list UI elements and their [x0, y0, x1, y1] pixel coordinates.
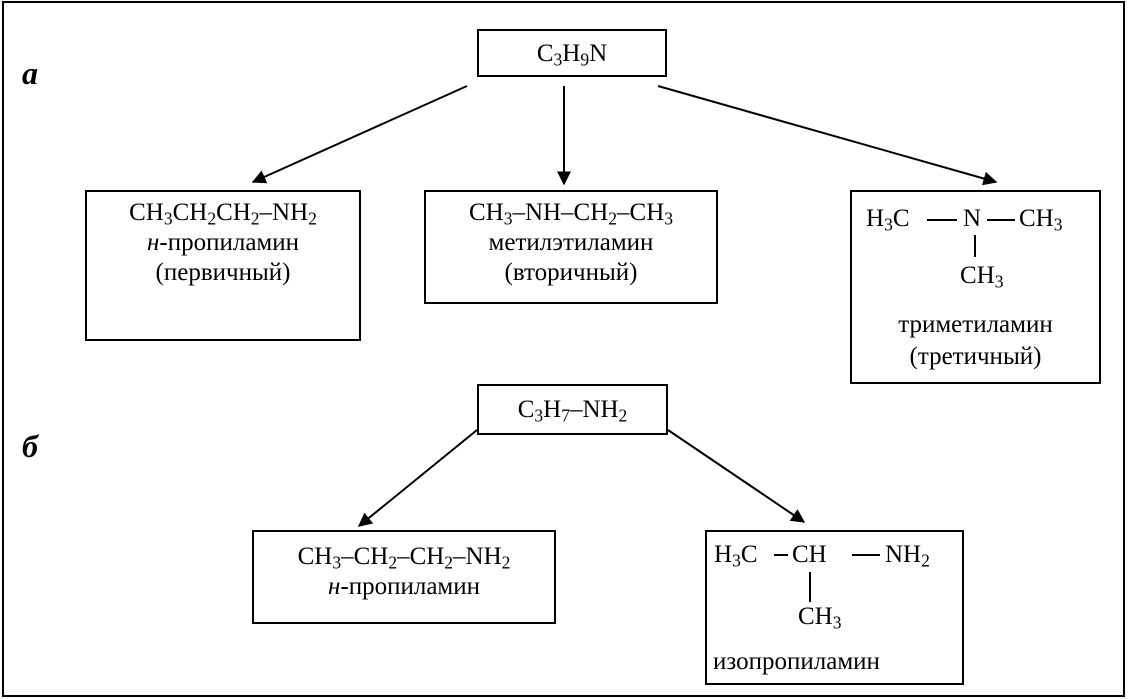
root-formula-b: C3H7–NH2 [517, 396, 628, 426]
tertiary-nitrogen: N [963, 205, 982, 232]
iso-down-group: CH3 [798, 603, 842, 633]
tertiary-amine-box: H3C N CH3 CH3 триметиламин (третичный) [850, 190, 1101, 384]
root-box-a: C3H9N [477, 29, 667, 77]
iso-bond-down [809, 572, 811, 602]
arrow-to-tertiary [657, 85, 998, 186]
iso-center-group: CH [792, 541, 827, 568]
primary-amine-formula: CH3CH2CH2–NH2 [129, 199, 317, 229]
tertiary-bond-left [927, 219, 957, 221]
tertiary-left-group: H3C [866, 205, 910, 235]
arrow-to-isopropylamine [667, 429, 806, 523]
primary-amine-name: н-пропиламин [146, 229, 300, 256]
iso-left-group: H3C [714, 541, 758, 571]
primary-amine-box: CH3CH2CH2–NH2 н-пропиламин (первичный) [85, 190, 361, 341]
iso-bond-right [852, 554, 880, 556]
section-a-label: а [22, 55, 38, 91]
isopropylamine-box: H3C CH NH2 CH3 изопропиламин [705, 530, 964, 685]
isopropylamine-formula: H3C CH NH2 CH3 [707, 532, 962, 642]
secondary-amine-box: CH3–NH–CH2–CH3 метилэтиламин (вторичный) [424, 190, 718, 304]
root-formula-a: C3H9N [536, 40, 608, 70]
section-b-label: б [22, 428, 38, 464]
tertiary-bond-down [974, 235, 976, 257]
tertiary-bond-right [987, 219, 1015, 221]
isopropylamine-name: изопропиламин [713, 648, 880, 675]
tertiary-down-group: CH3 [960, 262, 1004, 292]
secondary-amine-name: метилэтиламин [488, 229, 654, 256]
secondary-amine-class: (вторичный) [504, 259, 638, 286]
tertiary-amine-formula: H3C N CH3 CH3 [852, 192, 1099, 302]
tertiary-amine-class: (третичный) [909, 343, 1042, 370]
iso-right-group: NH2 [885, 541, 930, 571]
arrow-to-normal-propylamine [357, 429, 478, 527]
tertiary-amine-name: триметиламин [898, 311, 1053, 338]
normal-propylamine-name: н-пропиламин [327, 573, 481, 600]
root-box-b: C3H7–NH2 [477, 384, 668, 435]
normal-propylamine-formula: CH3–CH2–CH2–NH2 [297, 543, 511, 573]
iso-bond-left [774, 554, 788, 556]
primary-amine-class: (первичный) [155, 259, 291, 286]
secondary-amine-formula: CH3–NH–CH2–CH3 [468, 199, 674, 229]
normal-propylamine-box: CH3–CH2–CH2–NH2 н-пропиламин [252, 530, 556, 624]
tertiary-right-group: CH3 [1019, 205, 1063, 235]
arrow-to-primary [251, 85, 468, 184]
